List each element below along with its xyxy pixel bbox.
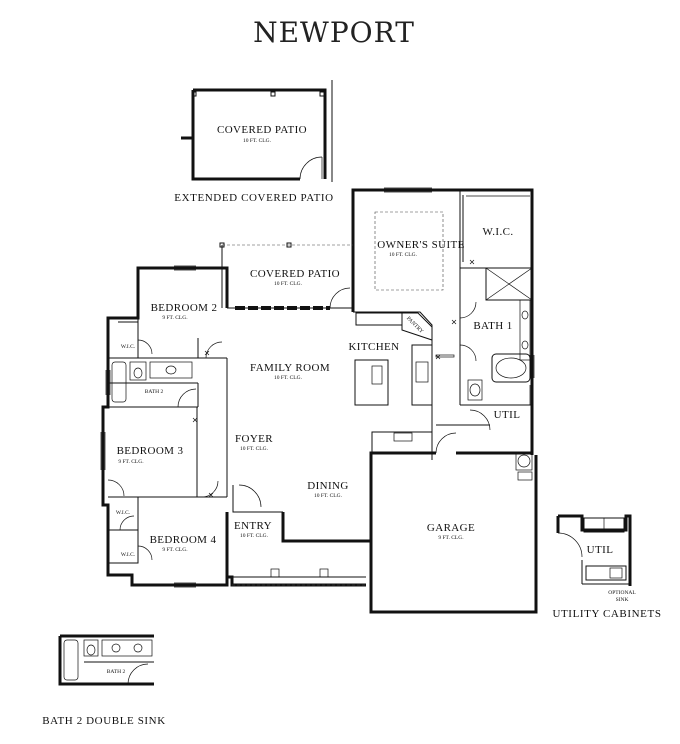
family-room-label: FAMILY ROOM [250,362,330,374]
garage-label: GARAGE [427,522,475,534]
garage-walls [369,432,533,612]
covered-patio-label: COVERED PATIO [250,268,340,280]
bedroom2-label: BEDROOM 2 [151,302,218,314]
wic-b4-label: W.I.C. [121,552,136,558]
owners-suite-walls [353,190,533,431]
extended-patio-caption: EXTENDED COVERED PATIO [174,192,333,204]
foyer-label: FOYER [235,433,273,445]
wic-b3-label: W.I.C. [116,510,131,516]
bedroom4-clg: 9 FT. CLG. [162,547,188,553]
bath1-label: BATH 1 [473,320,512,332]
bath2-double-sink-inset [58,634,154,686]
foyer-entry-walls [226,358,366,578]
foyer-clg: 10 FT. CLG. [240,446,269,452]
dining-label: DINING [307,480,349,492]
door-hinge-marks [192,259,475,498]
owners-suite-label: OWNER'S SUITE [377,239,465,251]
utility-inset [556,514,632,586]
bedroom3-clg: 9 FT. CLG. [118,459,144,465]
bath2-inset-label: BATH 2 [107,669,126,675]
bedroom2-walls [108,268,227,408]
utility-cabinets-caption: UTILITY CABINETS [552,608,661,620]
covered-patio-clg: 10 FT. CLG. [274,281,303,287]
util-inset-label: UTIL [587,544,614,556]
kitchen-label: KITCHEN [348,341,399,353]
bedroom4-walls [108,497,153,564]
bath2-double-sink-caption: BATH 2 DOUBLE SINK [42,715,166,727]
kitchen-walls [354,312,455,460]
family-room-clg: 10 FT. CLG. [274,375,303,381]
bedroom3-label: BEDROOM 3 [117,445,184,457]
covered-patio-ext-clg: 10 FT. CLG. [243,138,272,144]
bedroom2-clg: 9 FT. CLG. [162,315,188,321]
wic-b2-label: W.I.C. [121,344,136,350]
wic-owner-label: W.I.C. [482,226,513,238]
optional-sink-line2: SINK [616,597,629,603]
bath2-label: BATH 2 [145,389,164,395]
entry-clg: 10 FT. CLG. [240,533,269,539]
garage-clg: 9 FT. CLG. [438,535,464,541]
extended-covered-patio [181,80,333,182]
patio-slider [219,242,353,310]
entry-label: ENTRY [234,520,272,532]
optional-sink-line1: OPTIONAL [608,590,636,596]
windows [100,187,535,588]
util-label: UTIL [494,409,521,421]
covered-patio-ext-label: COVERED PATIO [217,124,307,136]
dining-clg: 10 FT. CLG. [314,493,343,499]
owners-suite-clg: 10 FT. CLG. [389,252,418,258]
plan-title: NEWPORT [253,16,415,49]
bedroom4-label: BEDROOM 4 [150,534,217,546]
